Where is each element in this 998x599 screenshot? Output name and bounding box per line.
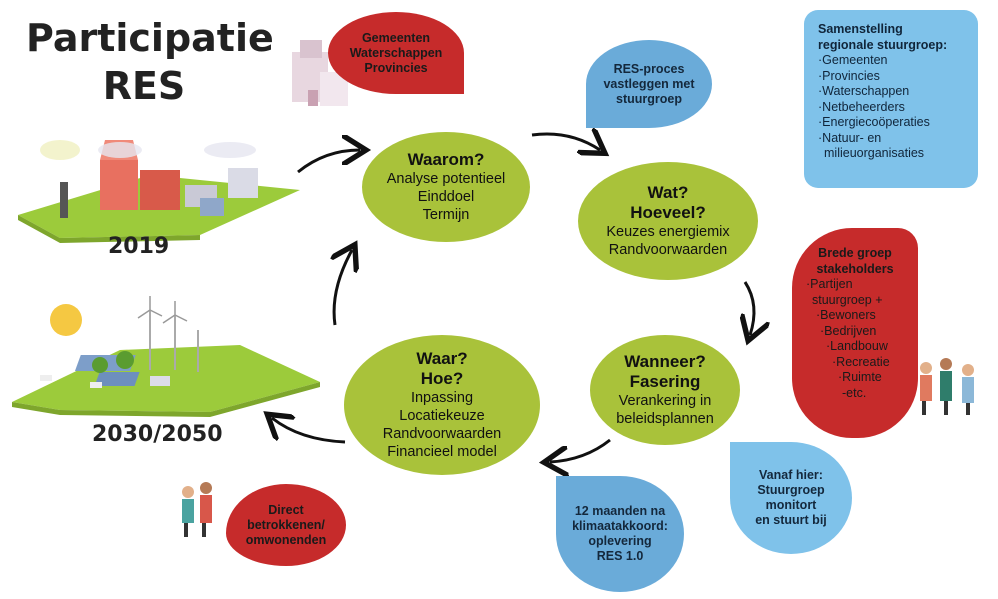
stage-wat-line: Randvoorwaarden [608, 242, 728, 258]
samenstelling-item: milieuorganisaties [824, 146, 925, 160]
stage-wat-heading: Wat? [647, 183, 689, 202]
brede-groep-item: ·Ruimte [838, 370, 882, 384]
bubble-twaalf-maanden: 12 maanden na klimaatakkoord: oplevering… [556, 476, 684, 592]
stage-waarom-line: Analyse potentieel [386, 171, 506, 187]
brede-groep-item: ·Landbouw [826, 339, 888, 353]
stage-wanneer: Wanneer? Fasering Verankering in beleids… [590, 335, 740, 445]
stage-waar-line: Financieel model [387, 444, 497, 460]
twaalf-maanden-line: RES 1.0 [596, 549, 644, 563]
stage-wat-hoeveel: Wat? Hoeveel? Keuzes energiemix Randvoor… [578, 162, 758, 280]
bubble-res-line: RES-proces [613, 61, 685, 76]
stage-wanneer-line: beleidsplannen [616, 411, 714, 427]
stage-waar-heading: Waar? [416, 349, 468, 368]
vanaf-hier-line: Stuurgroep [757, 483, 825, 497]
bubble-res-proces: RES-proces vastleggen met stuurgroep [586, 40, 712, 128]
brede-groep-item: stuurgroep + [812, 292, 883, 307]
samenstelling-item: ·Provincies [818, 68, 880, 83]
landscape-2019-illustration [18, 140, 300, 243]
brede-groep-item: ·Bedrijven [820, 323, 877, 338]
direct-line: Direct [268, 502, 304, 517]
brede-groep-item: ·Bewoners [816, 308, 876, 322]
bubble-res-line: stuurgroep [616, 91, 682, 106]
bubble-gemeenten-line: Waterschappen [349, 45, 443, 60]
brede-groep-heading: Brede groep [818, 246, 892, 260]
landscape-2030-illustration [12, 296, 320, 417]
arrow-2019-to-waarom [297, 150, 360, 174]
vanaf-hier-line: Vanaf hier: [759, 468, 823, 482]
samenstelling-item: ·Waterschappen [818, 84, 910, 98]
title-line-2: RES [102, 64, 186, 108]
stage-waarom-heading: Waarom? [407, 150, 485, 169]
direct-line: betrokkenen/ [247, 517, 325, 532]
brede-groep-item: ·Recreatie [832, 354, 890, 369]
stage-waar-line: Locatiekeuze [399, 408, 485, 424]
stage-waar-line: Randvoorwaarden [382, 426, 502, 442]
people-illustration-right [920, 358, 974, 415]
stage-fasering-heading: Fasering [629, 372, 701, 391]
stage-wanneer-line: Verankering in [618, 393, 712, 409]
stage-hoeveel-heading: Hoeveel? [630, 203, 706, 222]
bubble-brede-groep: Brede groep stakeholders ·Partijen stuur… [792, 228, 918, 438]
arrow-waar-to-2030 [272, 418, 346, 444]
stage-waarom: Waarom? Analyse potentieel Einddoel Term… [362, 132, 530, 242]
direct-line: omwonenden [245, 532, 327, 547]
samenstelling-item: ·Netbeheerders [818, 99, 905, 114]
vanaf-hier-line: monitort [765, 498, 817, 512]
arrow-waarom-to-wat [531, 134, 600, 150]
brede-groep-item: ·Partijen [806, 277, 853, 291]
year-current-label: 2019 [108, 234, 170, 259]
bubble-gemeenten-line: Gemeenten [361, 30, 431, 45]
page-title: Participatie RES [26, 14, 274, 110]
twaalf-maanden-line: 12 maanden na [574, 504, 666, 518]
twaalf-maanden-line: oplevering [588, 534, 652, 548]
title-line-1: Participatie [26, 16, 274, 60]
stage-waarom-line: Einddoel [417, 189, 475, 205]
stage-wanneer-heading: Wanneer? [624, 352, 706, 371]
brede-groep-item: -etc. [842, 385, 867, 400]
samenstelling-item: ·Natuur- en [818, 130, 882, 145]
box-samenstelling: Samenstelling regionale stuurgroep: ·Gem… [804, 10, 978, 188]
arrow-wat-to-wanneer [745, 281, 754, 335]
twaalf-maanden-line: klimaatakkoord: [572, 519, 668, 533]
bubble-vanaf-hier: Vanaf hier: Stuurgroep monitort en stuur… [730, 442, 852, 554]
people-illustration-left [182, 482, 212, 537]
stage-hoe-heading: Hoe? [420, 369, 464, 388]
samenstelling-heading: Samenstelling [818, 22, 903, 36]
stage-waar-hoe: Waar? Hoe? Inpassing Locatiekeuze Randvo… [344, 335, 540, 475]
arrow-2030-to-waarom [334, 250, 352, 326]
stage-wat-line: Keuzes energiemix [606, 224, 730, 240]
stage-waar-line: Inpassing [410, 390, 474, 406]
bubble-res-line: vastleggen met [603, 76, 695, 91]
bubble-gemeenten-line: Provincies [364, 60, 428, 75]
samenstelling-item: ·Energiecoöperaties [818, 115, 930, 129]
bubble-gemeenten: Gemeenten Waterschappen Provincies [328, 12, 464, 94]
vanaf-hier-line: en stuurt bij [755, 513, 827, 527]
year-future-label: 2030/2050 [92, 422, 223, 447]
arrow-wanneer-to-waar [550, 438, 611, 462]
brede-groep-heading: stakeholders [816, 261, 894, 276]
bubble-direct-betrokkenen: Direct betrokkenen/ omwonenden [226, 484, 346, 566]
samenstelling-heading: regionale stuurgroep: [818, 37, 948, 52]
samenstelling-item: ·Gemeenten [818, 53, 888, 67]
stage-waarom-line: Termijn [422, 207, 470, 223]
